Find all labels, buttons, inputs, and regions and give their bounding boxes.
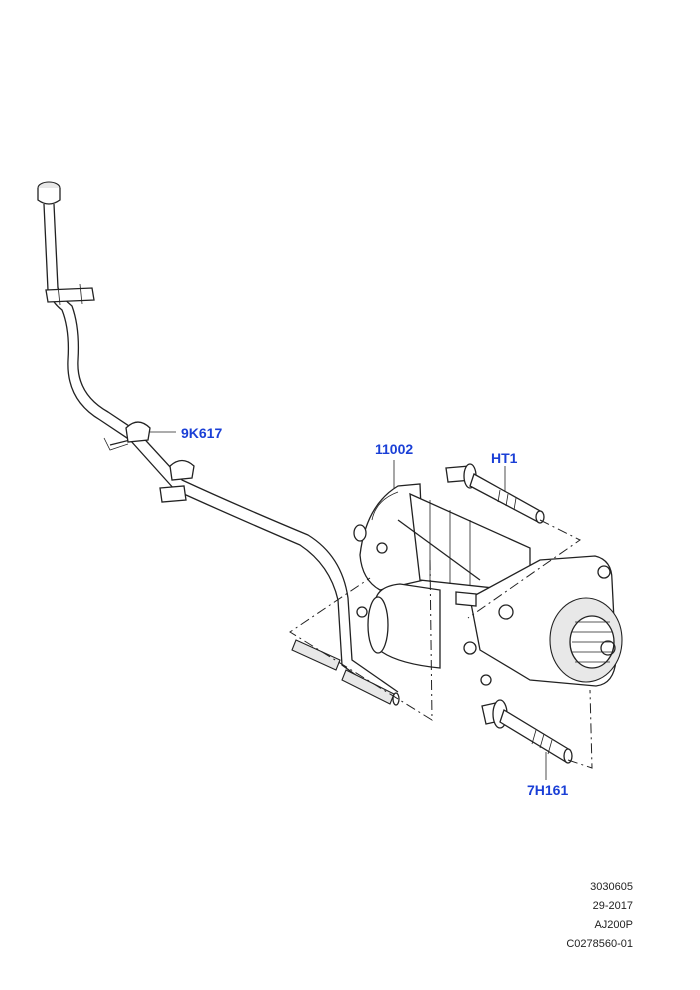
callout-11002[interactable]: 11002 [375, 441, 414, 457]
assembly-guide-lines [289, 519, 593, 769]
reference-code: 3030605 [590, 881, 633, 893]
callout-ht1[interactable]: HT1 [491, 450, 518, 466]
reference-model: AJ200P [594, 919, 633, 931]
callout-7h161[interactable]: 7H161 [527, 782, 569, 798]
reference-date: 29-2017 [592, 900, 633, 912]
reference-illustration-id: C0278560-01 [566, 938, 633, 950]
wiring-harness[interactable] [37, 181, 400, 706]
reference-block: 3030605 29-2017 AJ200P C0278560-01 [566, 878, 633, 954]
lower-bolt[interactable] [481, 699, 573, 764]
callout-9k617[interactable]: 9K617 [181, 425, 223, 441]
upper-bolt[interactable] [445, 463, 545, 524]
starter-motor[interactable] [353, 483, 623, 687]
